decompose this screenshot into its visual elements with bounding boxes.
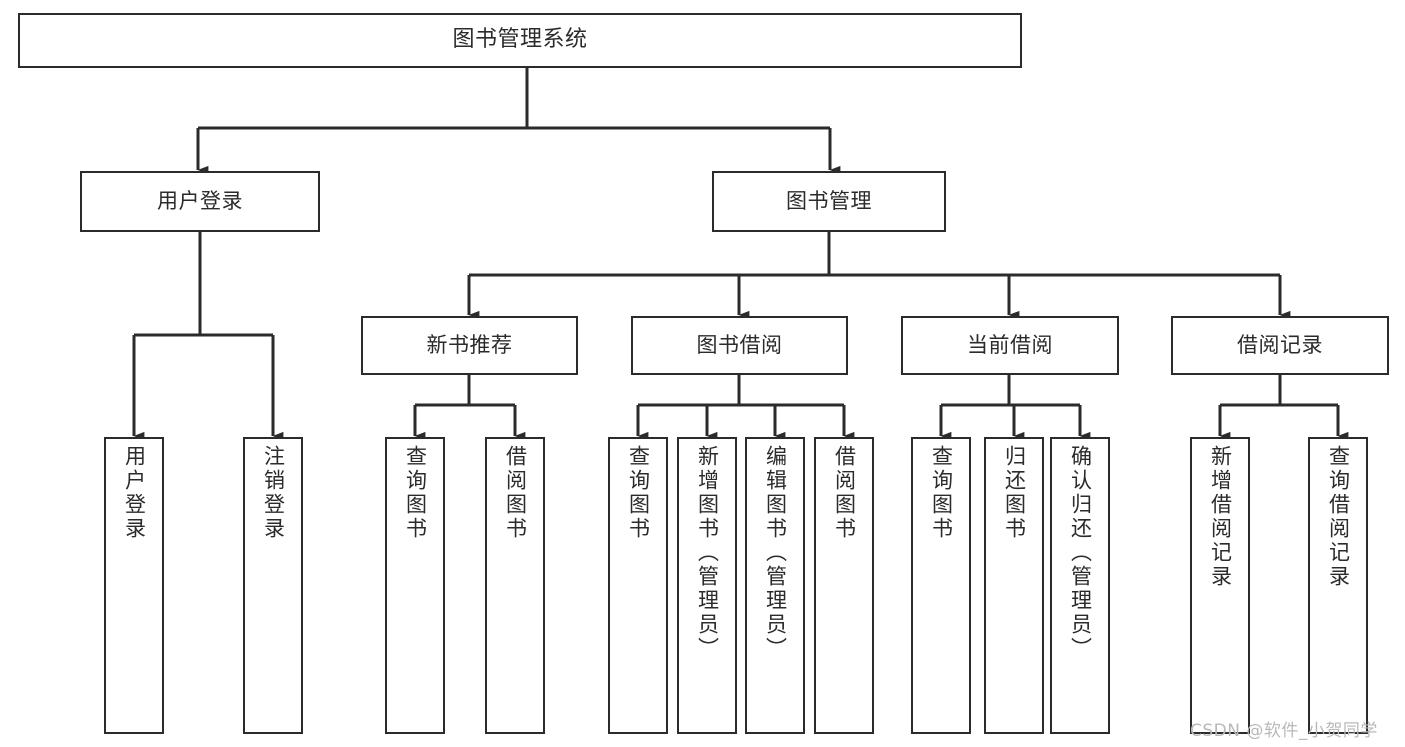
node-leaf-rec-borrow[interactable]: 借阅图书 [485, 437, 545, 734]
node-leaf-bb-query-label: 查询图书 [626, 445, 651, 541]
node-leaf-bb-edit[interactable]: 编辑图书（管理员） [745, 437, 805, 734]
node-leaf-cb-query-label: 查询图书 [929, 445, 954, 541]
node-leaf-cb-confirm-label: 确认归还（管理员） [1068, 445, 1093, 661]
node-leaf-user-logout-label: 注销登录 [261, 445, 286, 541]
node-root[interactable]: 图书管理系统 [18, 13, 1022, 68]
node-leaf-cb-return[interactable]: 归还图书 [984, 437, 1044, 734]
csdn-watermark: CSDN @软件_小贺同学 [1190, 721, 1378, 741]
node-leaf-rec-borrow-label: 借阅图书 [503, 445, 528, 541]
node-leaf-br-add-label: 新增借阅记录 [1208, 445, 1233, 589]
node-book-admin[interactable]: 图书管理 [712, 171, 946, 232]
node-new-book-rec[interactable]: 新书推荐 [361, 316, 578, 375]
node-leaf-bb-borrow[interactable]: 借阅图书 [814, 437, 874, 734]
node-leaf-br-query[interactable]: 查询借阅记录 [1308, 437, 1368, 734]
node-leaf-bb-add-label: 新增图书（管理员） [695, 445, 720, 661]
node-borrow-record-label: 借阅记录 [1237, 332, 1323, 357]
node-leaf-bb-borrow-label: 借阅图书 [832, 445, 857, 541]
node-new-book-rec-label: 新书推荐 [426, 332, 513, 357]
node-book-admin-label: 图书管理 [786, 188, 872, 213]
node-root-label: 图书管理系统 [452, 27, 588, 53]
node-leaf-user-logout[interactable]: 注销登录 [243, 437, 303, 734]
node-leaf-cb-return-label: 归还图书 [1002, 445, 1027, 541]
node-leaf-bb-edit-label: 编辑图书（管理员） [763, 445, 788, 661]
node-leaf-br-query-label: 查询借阅记录 [1326, 445, 1351, 589]
node-current-borrow-label: 当前借阅 [967, 332, 1053, 357]
node-user-login[interactable]: 用户登录 [80, 171, 320, 232]
node-leaf-br-add[interactable]: 新增借阅记录 [1190, 437, 1250, 734]
node-leaf-cb-query[interactable]: 查询图书 [911, 437, 971, 734]
node-leaf-rec-query[interactable]: 查询图书 [385, 437, 445, 734]
node-leaf-rec-query-label: 查询图书 [403, 445, 428, 541]
node-leaf-cb-confirm[interactable]: 确认归还（管理员） [1050, 437, 1110, 734]
node-user-login-label: 用户登录 [157, 188, 243, 213]
node-book-borrow-label: 图书借阅 [696, 332, 783, 357]
node-leaf-user-login-label: 用户登录 [122, 445, 147, 541]
node-leaf-bb-query[interactable]: 查询图书 [608, 437, 668, 734]
node-leaf-user-login[interactable]: 用户登录 [104, 437, 164, 734]
node-current-borrow[interactable]: 当前借阅 [901, 316, 1119, 375]
node-leaf-bb-add[interactable]: 新增图书（管理员） [677, 437, 737, 734]
node-book-borrow[interactable]: 图书借阅 [631, 316, 848, 375]
node-borrow-record[interactable]: 借阅记录 [1171, 316, 1389, 375]
